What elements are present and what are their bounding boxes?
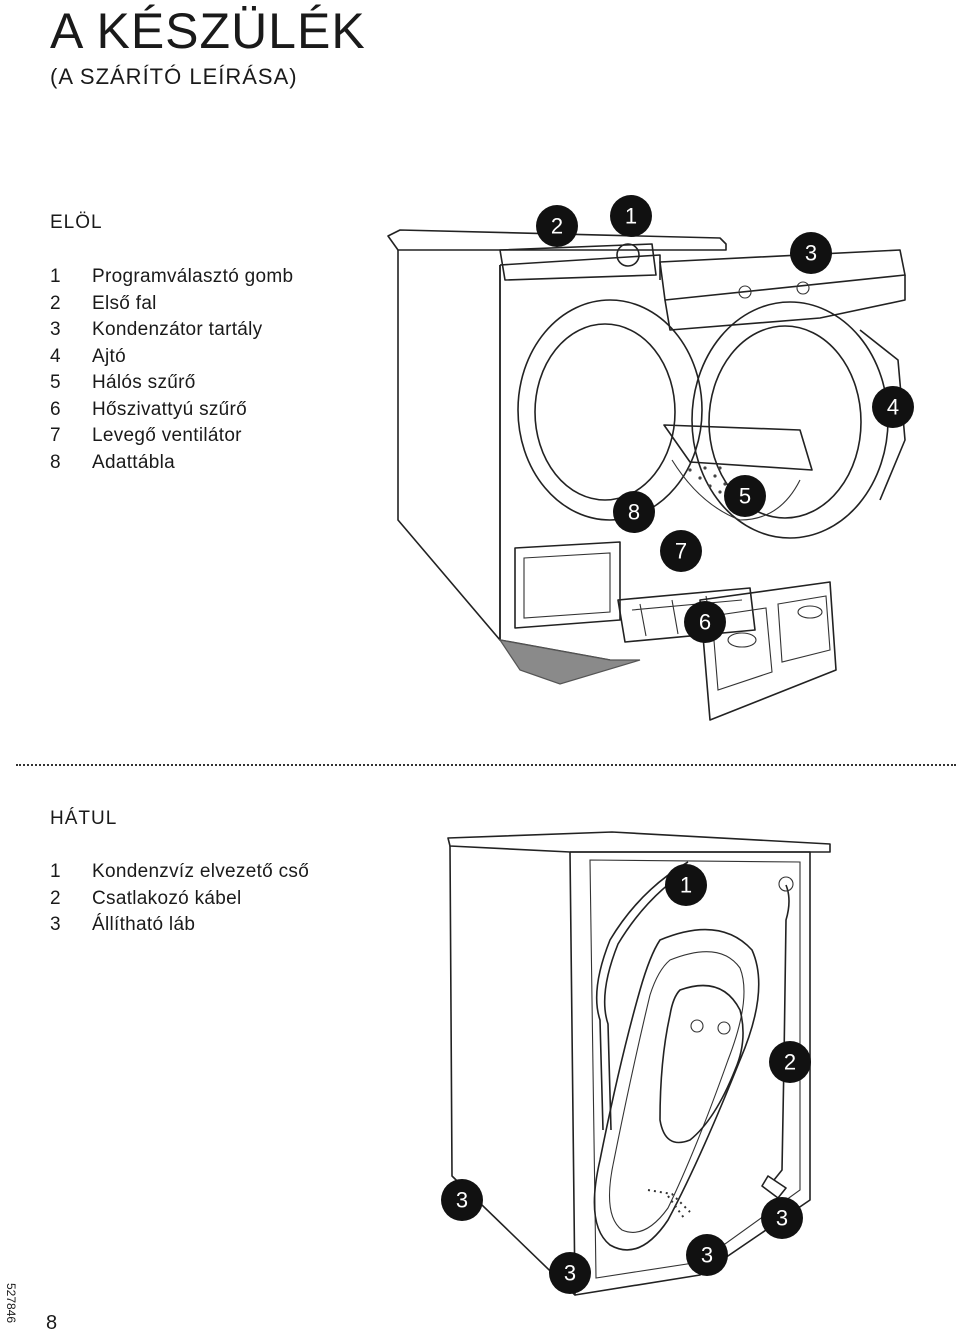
legend-number: 3: [50, 319, 61, 340]
legend-number: 2: [50, 292, 61, 314]
back-callout: 3: [441, 1179, 483, 1221]
legend-item: 4 Ajtó: [50, 344, 293, 371]
legend-number: 5: [50, 372, 61, 393]
callout-label: 2: [784, 1050, 796, 1075]
legend-label: Első fal: [92, 292, 157, 314]
back-legend: 1 Kondenzvíz elvezető cső 2 Csatlakozó káb…: [50, 859, 309, 939]
front-callout: 7: [660, 530, 702, 572]
legend-number: 8: [50, 451, 61, 473]
legend-label: Állítható láb: [92, 914, 196, 935]
back-callout: 2: [769, 1041, 811, 1083]
callout-label: 5: [739, 484, 751, 509]
callout-label: 4: [887, 395, 899, 420]
legend-item: 3 Állítható láb: [50, 912, 309, 939]
front-heading: ELÖL: [50, 212, 103, 233]
callout-label: 2: [551, 214, 563, 239]
legend-label: Kondenzvíz elvezető cső: [92, 861, 310, 882]
legend-label: Ajtó: [92, 345, 126, 367]
legend-number: 4: [50, 345, 61, 367]
back-heading: HÁTUL: [50, 808, 118, 829]
callout-label: 3: [776, 1206, 788, 1231]
page-title: A KÉSZÜLÉK: [50, 3, 366, 59]
legend-number: 1: [50, 266, 61, 287]
legend-label: Hálós szűrő: [92, 372, 196, 393]
legend-label: Programválasztó gomb: [92, 266, 294, 287]
legend-number: 7: [50, 425, 61, 446]
front-callout: 3: [790, 232, 832, 274]
back-callout: 1: [665, 864, 707, 906]
callout-label: 1: [680, 873, 692, 898]
front-callout: 4: [872, 386, 914, 428]
callout-label: 7: [675, 539, 687, 564]
callout-label: 1: [625, 204, 637, 229]
dryer-front-illustration: 2 1 3 4 8 5 7 6: [387, 195, 914, 721]
front-callout: 2: [536, 205, 578, 247]
legend-label: Kondenzátor tartály: [92, 319, 263, 340]
front-legend: 1 Programválasztó gomb 2 Első fal 3 Kondenz…: [50, 264, 293, 476]
legend-item: 3 Kondenzátor tartály: [50, 317, 293, 344]
legend-item: 1 Kondenzvíz elvezető cső: [50, 859, 309, 886]
legend-item: 8 Adattábla: [50, 450, 293, 477]
legend-label: Levegő ventilátor: [92, 425, 242, 446]
front-callout: 5: [724, 475, 766, 517]
back-callout: 3: [549, 1252, 591, 1294]
back-callout: 3: [761, 1197, 803, 1239]
legend-label: Hőszivattyú szűrő: [92, 398, 248, 420]
callout-label: 6: [699, 610, 711, 635]
callout-label: 3: [701, 1243, 713, 1268]
legend-item: 6 Hőszivattyú szűrő: [50, 397, 293, 424]
front-callout: 1: [610, 195, 652, 237]
legend-item: 2 Csatlakozó kábel: [50, 886, 309, 913]
legend-number: 1: [50, 861, 61, 882]
legend-number: 2: [50, 887, 61, 909]
document-code: 527846: [4, 1283, 18, 1324]
legend-label: Csatlakozó kábel: [92, 887, 242, 909]
legend-item: 7 Levegő ventilátor: [50, 423, 293, 450]
page-subtitle: (A SZÁRÍTÓ LEÍRÁSA): [50, 64, 298, 89]
legend-number: 3: [50, 914, 61, 935]
legend-item: 1 Programválasztó gomb: [50, 264, 293, 291]
legend-number: 6: [50, 398, 61, 420]
callout-label: 3: [805, 241, 817, 266]
back-callout: 3: [686, 1234, 728, 1276]
legend-item: 5 Hálós szűrő: [50, 370, 293, 397]
callout-label: 3: [456, 1188, 468, 1213]
page-number: 8: [46, 1312, 58, 1334]
section-divider: [16, 764, 956, 766]
front-callout: 8: [613, 491, 655, 533]
front-callout: 6: [684, 601, 726, 643]
legend-label: Adattábla: [92, 451, 175, 473]
legend-item: 2 Első fal: [50, 291, 293, 318]
callout-label: 3: [564, 1261, 576, 1286]
callout-label: 8: [628, 500, 640, 525]
